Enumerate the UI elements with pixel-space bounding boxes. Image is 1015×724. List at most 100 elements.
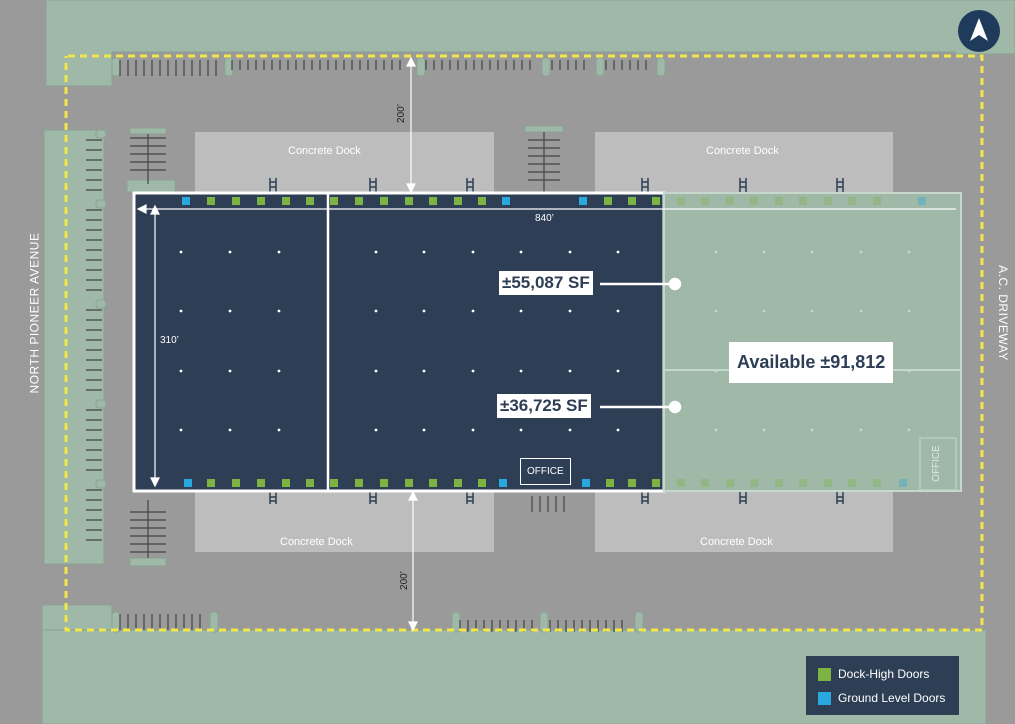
dock-label-bottom-right: Concrete Dock: [700, 536, 773, 548]
dock-high-door: [306, 197, 314, 205]
dock-high-door: [405, 197, 413, 205]
dock-high-door: [628, 479, 636, 487]
north-arrow-icon: [958, 10, 1000, 52]
column-dot: [277, 428, 281, 432]
dock-high-door: [873, 479, 881, 487]
dock-high-door: [848, 197, 856, 205]
dock-high-door: [628, 197, 636, 205]
ground-level-door: [579, 197, 587, 205]
dock-high-door: [873, 197, 881, 205]
column-dot: [422, 369, 426, 373]
dock-high-swatch-icon: [818, 667, 831, 681]
dock-high-door: [824, 197, 832, 205]
column-dot: [277, 309, 281, 313]
column-dot: [228, 309, 232, 313]
column-dot: [810, 309, 814, 313]
road-label-west: NORTH PIONEER AVENUE: [27, 232, 42, 394]
column-dot: [714, 250, 718, 254]
column-dot: [616, 369, 620, 373]
column-dot: [859, 428, 863, 432]
available-sf-label: Available ±91,812: [729, 342, 894, 383]
column-dot: [714, 428, 718, 432]
column-dot: [714, 369, 718, 373]
column-dot: [471, 309, 475, 313]
column-dot: [616, 250, 620, 254]
dock-label-bottom-left: Concrete Dock: [280, 536, 353, 548]
dock-high-door: [726, 479, 734, 487]
column-dot: [228, 250, 232, 254]
dock-high-door: [282, 197, 290, 205]
depth-dimension-label: 310’: [160, 335, 179, 346]
legend-label-dock-high: Dock-High Doors: [838, 667, 930, 681]
dock-high-door: [726, 197, 734, 205]
column-dot: [277, 369, 281, 373]
column-dot: [179, 428, 183, 432]
dock-label-top-left: Concrete Dock: [288, 145, 361, 157]
column-dot: [422, 428, 426, 432]
dock-high-door: [429, 479, 437, 487]
dock-high-door: [380, 479, 388, 487]
dock-ramps: [269, 178, 844, 504]
column-dot: [422, 309, 426, 313]
building-leased-area: [132, 191, 666, 493]
ground-level-door: [499, 479, 507, 487]
column-dot: [422, 250, 426, 254]
column-dot: [568, 250, 572, 254]
column-dot: [519, 309, 523, 313]
dock-high-door: [701, 479, 709, 487]
dock-high-door: [750, 479, 758, 487]
column-dot: [471, 369, 475, 373]
dock-high-door: [405, 479, 413, 487]
legend-row-ground-level: Ground Level Doors: [818, 691, 945, 705]
column-dot: [471, 428, 475, 432]
dock-high-door: [750, 197, 758, 205]
column-dot: [907, 250, 911, 254]
dock-high-door: [454, 197, 462, 205]
callout-leaders: [600, 277, 682, 414]
dock-high-door: [478, 197, 486, 205]
dock-high-door: [775, 479, 783, 487]
door-markers: [182, 197, 926, 487]
ground-level-swatch-icon: [818, 691, 831, 705]
ground-level-door: [184, 479, 192, 487]
dock-high-door: [330, 479, 338, 487]
column-dot: [374, 369, 378, 373]
dock-high-door: [282, 479, 290, 487]
door-legend: Dock-High Doors Ground Level Doors: [806, 656, 959, 715]
column-dot: [179, 309, 183, 313]
column-dot: [374, 309, 378, 313]
dock-high-door: [848, 479, 856, 487]
column-dot: [616, 309, 620, 313]
building-dimension-lines: [136, 204, 956, 488]
column-dot: [519, 428, 523, 432]
dock-high-door: [824, 479, 832, 487]
top-setback-label: 200’: [395, 104, 407, 123]
dock-label-top-right: Concrete Dock: [706, 145, 779, 157]
column-dot: [616, 428, 620, 432]
column-dot: [277, 250, 281, 254]
suite-upper-sf-label: ±55,087 SF: [499, 271, 593, 295]
column-dot: [859, 250, 863, 254]
east-office-outline: [919, 437, 957, 491]
dock-high-door: [677, 197, 685, 205]
dock-high-door: [799, 197, 807, 205]
column-dot: [762, 309, 766, 313]
column-dot: [762, 250, 766, 254]
column-dot: [519, 250, 523, 254]
dock-high-door: [606, 479, 614, 487]
dock-high-door: [355, 197, 363, 205]
length-dimension-label: 840’: [535, 213, 554, 224]
column-dot: [568, 309, 572, 313]
column-dot: [179, 369, 183, 373]
dock-high-door: [355, 479, 363, 487]
column-dot: [714, 309, 718, 313]
legend-row-dock-high: Dock-High Doors: [818, 667, 929, 681]
ground-level-door: [899, 479, 907, 487]
column-dot: [374, 428, 378, 432]
dock-high-door: [257, 479, 265, 487]
column-dot: [810, 250, 814, 254]
dock-high-door: [232, 479, 240, 487]
column-dot: [568, 428, 572, 432]
column-dot: [907, 428, 911, 432]
dock-high-door: [604, 197, 612, 205]
